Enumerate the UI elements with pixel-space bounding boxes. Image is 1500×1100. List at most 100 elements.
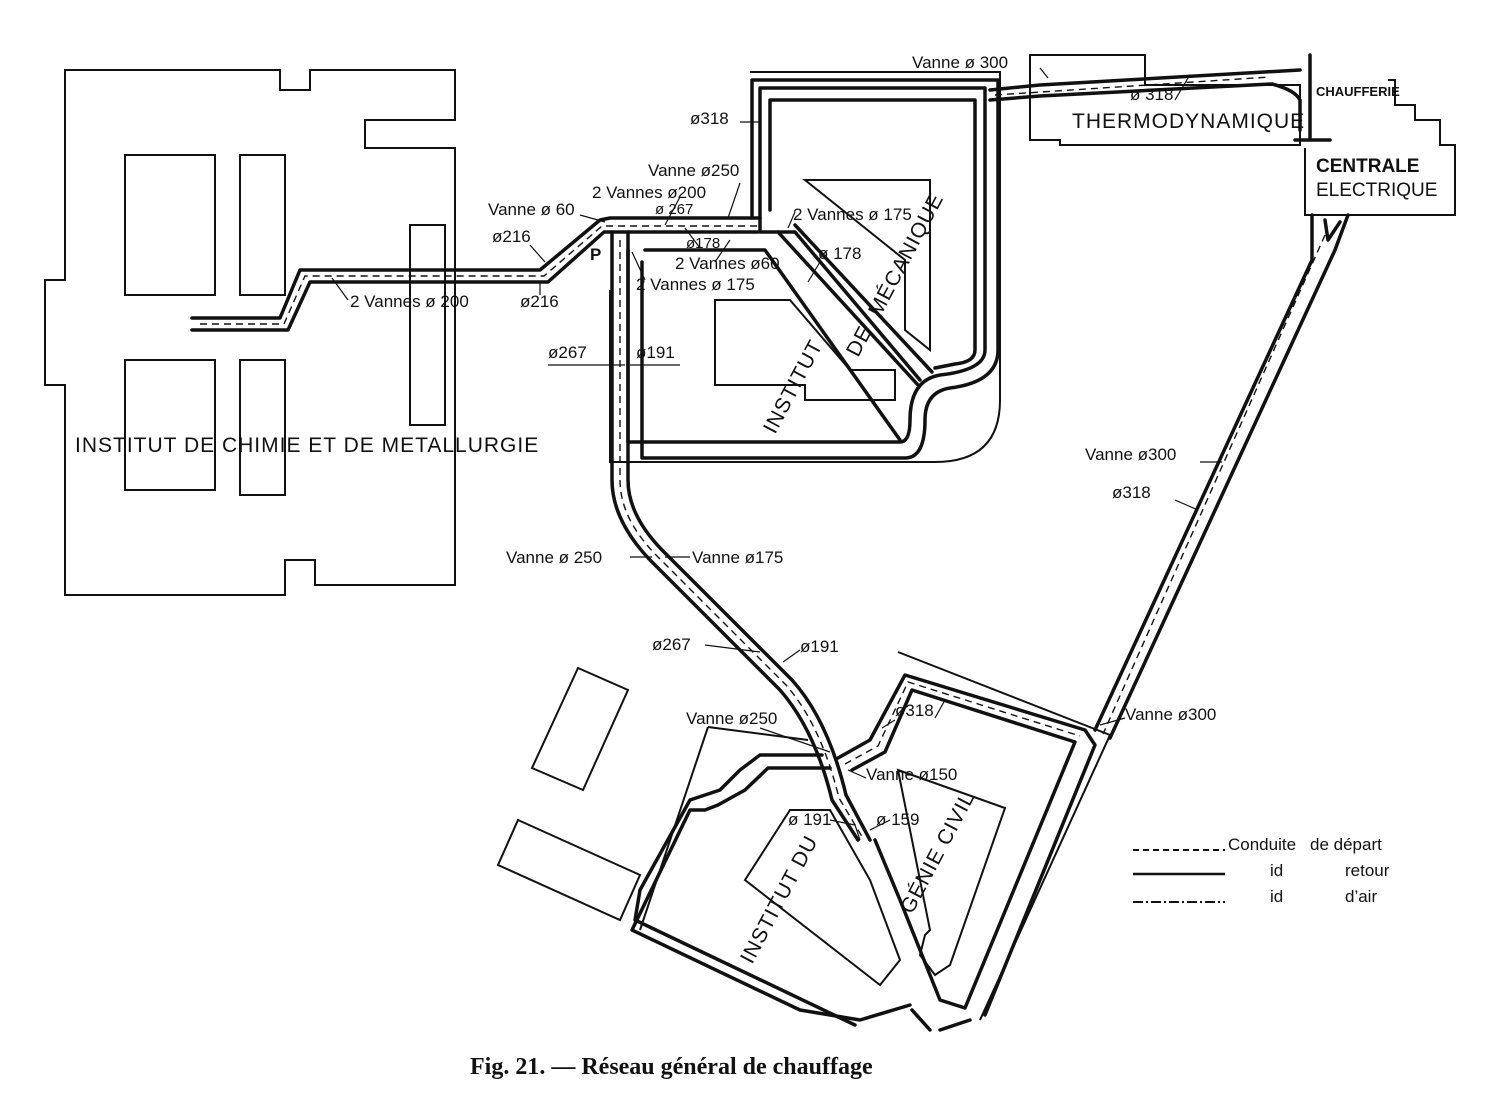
pipe-chaufferie-b <box>988 82 1302 132</box>
pipe-chemistry-main-a <box>190 216 762 320</box>
label-diameter-267-small: ø 267 <box>655 201 693 218</box>
legend-return-label-2: retour <box>1345 861 1390 880</box>
pipe-east-b <box>1108 213 1350 740</box>
civil-wing-left <box>743 809 902 987</box>
mechanics-building <box>609 71 1001 463</box>
building-label-boiler-room: CHAUFFERIE <box>1316 84 1400 99</box>
leader-5 <box>664 196 681 226</box>
label-valves-175-upper: 2 Vannes ø 175 <box>793 205 912 224</box>
leader-20 <box>782 649 801 663</box>
legend-air-label-2: d’air <box>1345 887 1377 906</box>
building-label-mechanics-2: DE <box>842 322 877 360</box>
mechanics-inner-ring <box>768 98 977 370</box>
leader-7 <box>529 244 546 263</box>
pipe-chemistry-main-dashed <box>200 225 760 325</box>
mechanics-loop-inner <box>640 78 1000 460</box>
legend-air-label-1: id <box>1270 887 1283 906</box>
mechanics-loop-outer <box>626 86 987 444</box>
label-diameter-191-low: ø191 <box>800 637 839 656</box>
leader-12 <box>631 251 646 281</box>
label-diameter-318-left: ø318 <box>690 109 729 128</box>
leader-lines <box>331 67 1222 841</box>
leader-19 <box>704 644 761 653</box>
chemistry-building-outline <box>44 69 456 596</box>
leader-27 <box>829 819 861 841</box>
label-valve-300-low: Vanne ø300 <box>1125 705 1216 724</box>
annex-blocks <box>496 666 642 922</box>
mechanics-wing <box>802 179 931 353</box>
label-valves-175-lower: 2 Vannes ø 175 <box>636 275 755 294</box>
civil-upper-loop-inner <box>850 688 1077 1010</box>
leader-14 <box>807 261 821 283</box>
label-diameter-216-b: ø216 <box>520 292 559 311</box>
label-diameter-159: ø 159 <box>876 810 919 829</box>
label-diameter-216-a: ø216 <box>492 227 531 246</box>
figure-caption: Fig. 21. — Réseau général de chauffage <box>470 1054 873 1080</box>
label-diameter-318-right: ø318 <box>1112 483 1151 502</box>
label-valve-250-top: Vanne ø250 <box>648 161 739 180</box>
civil-upper-loop <box>836 673 1097 1017</box>
leader-28 <box>869 819 891 831</box>
leader-6 <box>579 214 606 223</box>
label-diameter-318-low: ø318 <box>895 701 934 720</box>
legend-supply-label-2: de départ <box>1310 835 1382 854</box>
building-label-mechanics-1: INSTITUT <box>759 336 827 437</box>
leader-8 <box>331 277 349 301</box>
leader-23 <box>759 727 831 753</box>
label-valve-60: Vanne ø 60 <box>488 200 575 219</box>
building-label-civil-1: INSTITUT DU <box>736 832 823 968</box>
building-label-thermodynamics: THERMODYNAMIQUE <box>1072 110 1305 133</box>
label-diameter-318-top: ø 318 <box>1130 85 1173 104</box>
mechanics-diagonal-a <box>776 230 920 387</box>
leader-4 <box>727 182 741 219</box>
legend: Conduite de départ id retour id d’air <box>1133 835 1390 906</box>
label-valve-175-mid: Vanne ø175 <box>692 548 783 567</box>
pipe-chaufferie-dashed <box>994 76 1271 96</box>
chemistry-wing-a <box>124 154 216 296</box>
leader-11 <box>714 239 731 263</box>
leader-25 <box>1099 717 1126 726</box>
label-valve-150: Vanne ø150 <box>866 765 957 784</box>
chemistry-wing-d <box>239 359 286 496</box>
label-diameter-178-small: ø178 <box>686 235 720 252</box>
label-diameter-191-bottom: ø 191 <box>788 810 831 829</box>
thermodynamics-building <box>1029 54 1301 146</box>
leader-26 <box>847 769 867 779</box>
building-label-civil-2: GÉNIE CIVIL <box>896 788 980 918</box>
label-diameter-178-right: ø 178 <box>818 244 861 263</box>
leader-2 <box>1174 77 1189 101</box>
mechanics-site-outline <box>609 71 1001 463</box>
chemistry-annex <box>409 224 446 426</box>
label-point-p: P <box>590 245 601 264</box>
label-valves-60: 2 Vannes ø60 <box>675 254 780 273</box>
civil-engineering-building <box>639 651 1112 1021</box>
leader-22 <box>1174 499 1199 511</box>
mechanics-diagonal-b <box>793 223 934 374</box>
chemistry-wing-c <box>124 359 216 491</box>
civil-stub-right <box>938 1018 972 1032</box>
leader-24 <box>881 699 946 729</box>
power-station-outline <box>1304 79 1456 216</box>
label-valves-200-bottom: 2 Vannes ø 200 <box>350 292 469 311</box>
legend-supply-label-1: Conduite <box>1228 835 1296 854</box>
chaufferie-stub <box>1293 53 1332 142</box>
mechanics-inner-block <box>714 299 896 401</box>
east-stub <box>1323 218 1342 242</box>
pipe-east-a <box>1093 213 1314 732</box>
pipe-chaufferie-a <box>988 68 1302 92</box>
leader-1 <box>1039 67 1049 79</box>
mechanics-cross-a <box>643 248 902 442</box>
pipe-south-dashed <box>619 240 865 841</box>
label-diameter-191-mid: ø191 <box>636 343 675 362</box>
annex-block-a <box>530 666 630 792</box>
label-valve-300-right: Vanne ø300 <box>1085 445 1176 464</box>
label-valve-250-mid: Vanne ø 250 <box>506 548 602 567</box>
pipe-south-b <box>626 230 872 842</box>
chemistry-building <box>44 69 456 596</box>
label-valves-200-top: 2 Vannes ø200 <box>592 183 706 202</box>
label-valve-250-low: Vanne ø250 <box>686 709 777 728</box>
leader-10 <box>684 227 701 249</box>
label-diameter-267-mid: ø267 <box>548 343 587 362</box>
legend-return-label-1: id <box>1270 861 1283 880</box>
